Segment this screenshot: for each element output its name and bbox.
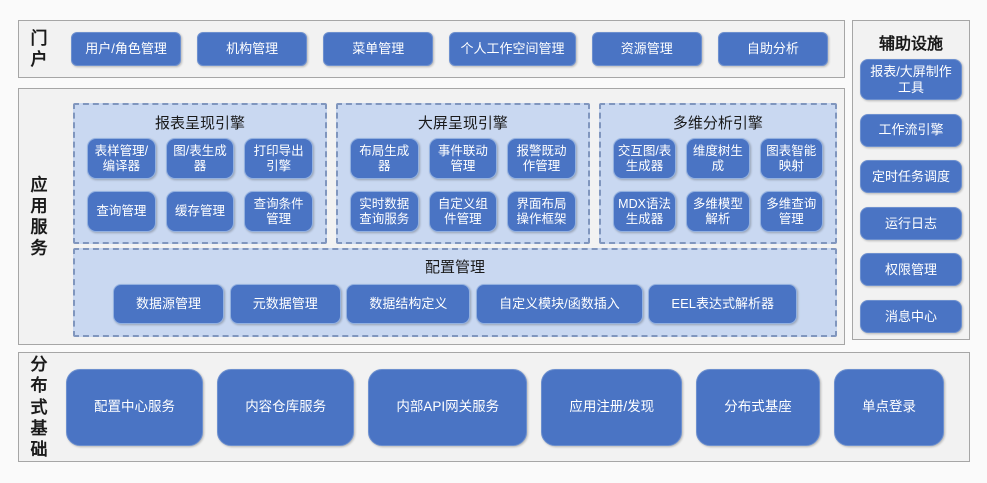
engine-dashboard-title: 大屏呈现引擎 (417, 115, 508, 132)
auxiliary-item: 定时任务调度 (860, 160, 962, 194)
distributed-base-item: 应用注册/发现 (541, 369, 683, 446)
app-services-content: 报表呈现引擎 表样管理/编译器图/表生成器打印导出引擎查询管理缓存管理查询条件管… (73, 103, 837, 337)
engine-report-title: 报表呈现引擎 (154, 115, 245, 132)
auxiliary-item: 工作流引擎 (860, 113, 962, 147)
distributed-base-item: 配置中心服务 (66, 369, 203, 446)
auxiliary-panel: 辅助设施 报表/大屏制作工具工作流引擎定时任务调度运行日志权限管理消息中心 (852, 20, 970, 340)
portal-panel: 门户 用户/角色管理机构管理菜单管理个人工作空间管理资源管理自助分析 (18, 20, 845, 78)
auxiliary-title: 辅助设施 (878, 36, 943, 53)
portal-item: 菜单管理 (323, 32, 434, 66)
distributed-base-item: 分布式基座 (696, 369, 820, 446)
config-title: 配置管理 (424, 259, 485, 276)
engine-dashboard: 大屏呈现引擎 布局生成器事件联动管理报警既动作管理实时数据查询服务自定义组件管理… (335, 103, 590, 244)
portal-items: 用户/角色管理机构管理菜单管理个人工作空间管理资源管理自助分析 (71, 32, 828, 66)
engine-olap-title: 多维分析引擎 (672, 115, 763, 132)
engine-olap: 多维分析引擎 交互图/表生成器维度树生成图表智能映射 MDX语法生成器多维模型解析… (598, 103, 837, 244)
engine-item: 图表智能映射 (759, 138, 823, 179)
distributed-base-item: 单点登录 (833, 369, 944, 446)
portal-label: 门户 (30, 28, 48, 69)
engine-item: 自定义组件管理 (428, 191, 498, 232)
engine-olap-items: 交互图/表生成器维度树生成图表智能映射 MDX语法生成器多维模型解析多维查询管理 (612, 138, 823, 232)
auxiliary-item: 运行日志 (860, 206, 962, 240)
engine-item: 表样管理/编译器 (87, 138, 156, 179)
engines-row: 报表呈现引擎 表样管理/编译器图/表生成器打印导出引擎查询管理缓存管理查询条件管… (73, 103, 837, 244)
engine-item: 查询管理 (87, 191, 156, 232)
engine-item: 缓存管理 (165, 191, 235, 232)
portal-item: 个人工作空间管理 (449, 32, 576, 66)
engine-item: 图/表生成器 (165, 138, 235, 179)
distributed-base-label: 分布式基础 (30, 354, 48, 459)
config-item: 数据结构定义 (346, 283, 471, 324)
app-services-label: 应用服务 (30, 175, 48, 258)
config-item: EEL表达式解析器 (648, 283, 797, 324)
distributed-base-items: 配置中心服务内容仓库服务内部API网关服务应用注册/发现分布式基座单点登录 (66, 369, 944, 446)
engine-report-items: 表样管理/编译器图/表生成器打印导出引擎查询管理缓存管理查询条件管理 (87, 138, 313, 232)
engine-item: 交互图/表生成器 (612, 138, 677, 179)
auxiliary-item: 消息中心 (860, 300, 962, 333)
portal-item: 资源管理 (591, 32, 702, 66)
config-item: 自定义模块/函数插入 (476, 283, 643, 324)
engine-item: 多维模型解析 (686, 191, 750, 232)
engine-item: MDX语法生成器 (612, 191, 677, 232)
portal-item: 用户/角色管理 (71, 32, 182, 66)
engine-report: 报表呈现引擎 表样管理/编译器图/表生成器打印导出引擎查询管理缓存管理查询条件管… (73, 103, 327, 244)
distributed-base-item: 内部API网关服务 (368, 369, 528, 446)
engine-item: 事件联动管理 (428, 138, 498, 179)
engine-item: 多维查询管理 (759, 191, 823, 232)
auxiliary-items: 报表/大屏制作工具工作流引擎定时任务调度运行日志权限管理消息中心 (860, 59, 962, 333)
portal-item: 机构管理 (197, 32, 308, 66)
engine-dashboard-items: 布局生成器事件联动管理报警既动作管理实时数据查询服务自定义组件管理界面布局操作框… (349, 138, 576, 232)
engine-item: 界面布局操作框架 (507, 191, 576, 232)
distributed-base-item: 内容仓库服务 (217, 369, 355, 446)
auxiliary-item: 权限管理 (860, 253, 962, 287)
engine-item: 查询条件管理 (244, 191, 313, 232)
engine-item: 维度树生成 (686, 138, 750, 179)
auxiliary-item: 报表/大屏制作工具 (860, 59, 962, 101)
engine-item: 打印导出引擎 (244, 138, 313, 179)
distributed-base-panel: 分布式基础 配置中心服务内容仓库服务内部API网关服务应用注册/发现分布式基座单… (18, 352, 970, 462)
app-services-panel: 应用服务 报表呈现引擎 表样管理/编译器图/表生成器打印导出引擎查询管理缓存管理… (18, 88, 845, 345)
engine-item: 报警既动作管理 (507, 138, 576, 179)
config-item: 元数据管理 (229, 283, 341, 324)
engine-item: 实时数据查询服务 (349, 191, 419, 232)
portal-item: 自助分析 (717, 32, 828, 66)
config-item: 数据源管理 (113, 283, 225, 324)
engine-item: 布局生成器 (349, 138, 419, 179)
